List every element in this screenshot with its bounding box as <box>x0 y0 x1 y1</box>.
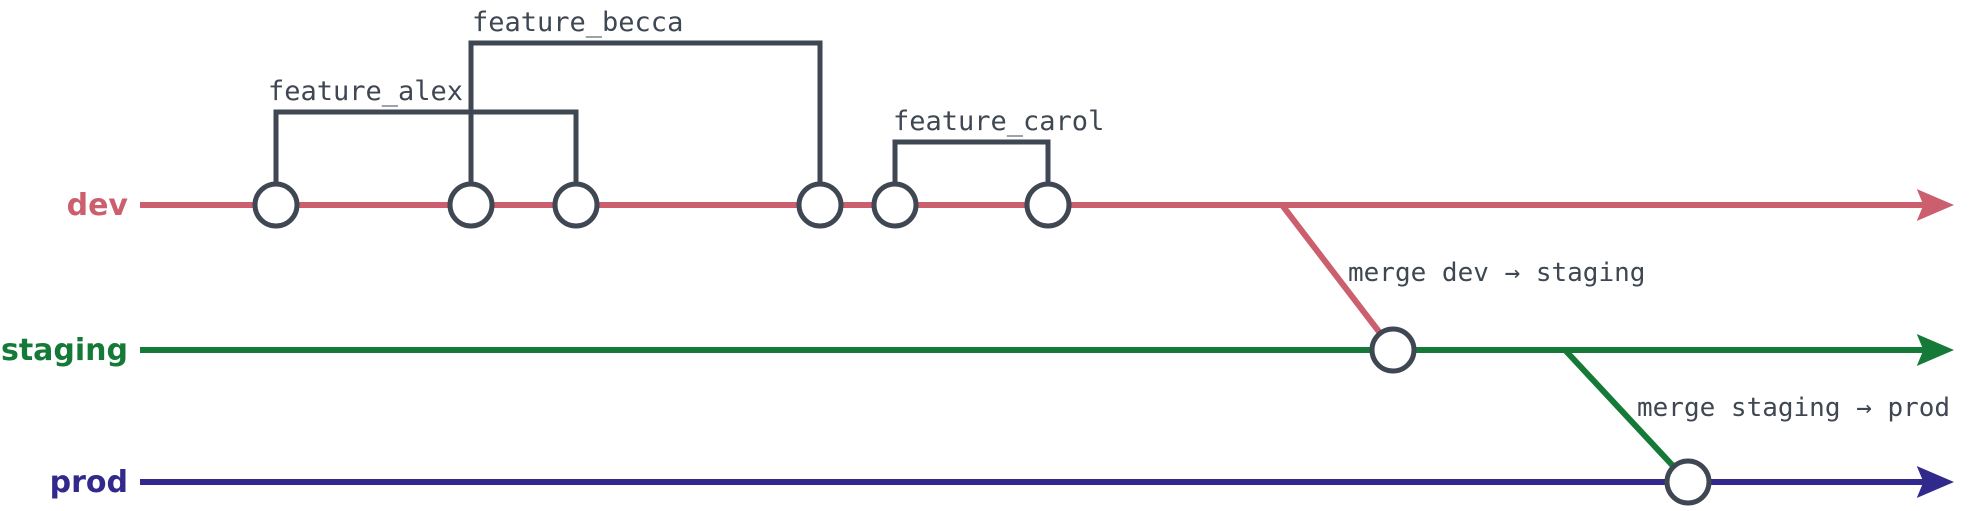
merge-label: merge staging → prod <box>1637 393 1950 423</box>
feature-bracket-label: feature_becca <box>472 7 683 38</box>
merge-commit-node[interactable] <box>1664 458 1712 506</box>
merge-label: merge dev → staging <box>1348 258 1645 288</box>
merge-connectors: merge dev → staging merge staging → prod <box>1279 203 1950 485</box>
branch-label-dev: dev <box>67 188 129 223</box>
feature-bracket-label: feature_carol <box>893 106 1104 137</box>
commit-node[interactable] <box>447 181 495 229</box>
feature-bracket-path <box>468 40 823 184</box>
merge-line[interactable] <box>1562 347 1691 485</box>
feature-bracket-feature_carol[interactable]: feature_carol <box>892 106 1104 184</box>
merge-line[interactable] <box>1279 203 1396 352</box>
branch-lanes: dev staging prod <box>1 188 1954 500</box>
branch-label-staging: staging <box>1 333 128 368</box>
merge-connector-merge-staging-prod[interactable]: merge staging → prod <box>1562 347 1950 485</box>
merge-commit-node[interactable] <box>1369 326 1417 374</box>
feature-bracket-feature_becca[interactable]: feature_becca <box>468 7 823 184</box>
feature-bracket-path <box>892 139 1051 184</box>
branch-lane-dev[interactable]: dev <box>67 188 1954 223</box>
merge-connector-merge-dev-staging[interactable]: merge dev → staging <box>1279 203 1645 352</box>
branch-label-prod: prod <box>50 465 128 500</box>
commit-node[interactable] <box>871 181 919 229</box>
feature-bracket-label: feature_alex <box>268 76 463 107</box>
feature-bracket-path <box>273 109 579 184</box>
commit-node[interactable] <box>1024 181 1072 229</box>
commit-nodes <box>252 181 1712 506</box>
commit-node[interactable] <box>252 181 300 229</box>
feature-brackets: feature_alex feature_becca feature_carol <box>268 7 1104 184</box>
branch-lane-staging[interactable]: staging <box>1 333 1954 368</box>
commit-node[interactable] <box>796 181 844 229</box>
commit-node[interactable] <box>552 181 600 229</box>
feature-bracket-feature_alex[interactable]: feature_alex <box>268 76 579 184</box>
branch-lane-prod[interactable]: prod <box>50 465 1954 500</box>
